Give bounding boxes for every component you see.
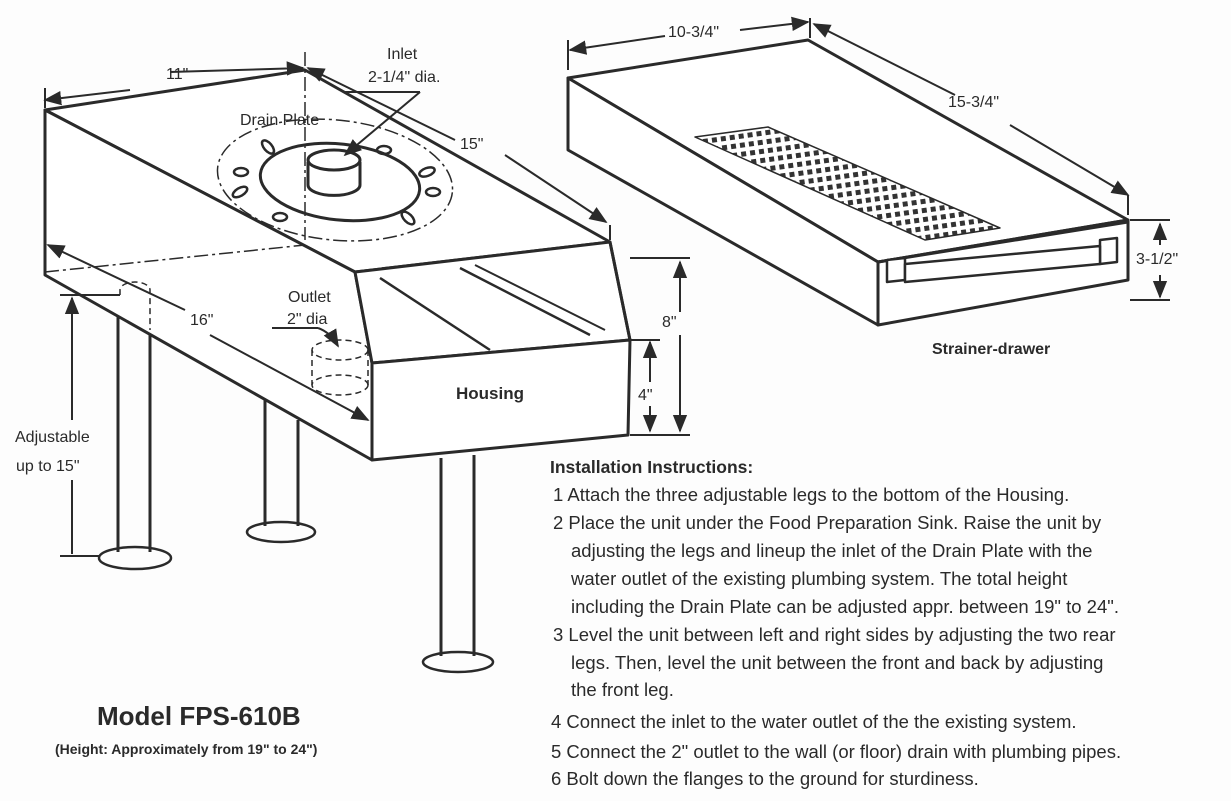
drawer-height-label: 3-1/2" bbox=[1136, 251, 1179, 268]
housing-label: Housing bbox=[456, 384, 524, 403]
total-height-label: 8" bbox=[662, 314, 677, 331]
drawer-width-label: 10-3/4" bbox=[668, 24, 720, 41]
model-title: Model FPS-610B bbox=[97, 701, 301, 731]
instruction-line: including the Drain Plate can be adjuste… bbox=[571, 596, 1119, 617]
rear-left-leg bbox=[97, 295, 173, 571]
housing-dimensions bbox=[43, 61, 690, 557]
housing-depth-label: 15" bbox=[460, 136, 484, 153]
instruction-line: 1 Attach the three adjustable legs to th… bbox=[553, 484, 1070, 505]
legs-label-line1: Adjustable bbox=[15, 429, 90, 446]
drain-plate-label: Drain Plate bbox=[240, 112, 320, 129]
front-leg bbox=[421, 455, 495, 674]
housing-width-label: 11" bbox=[166, 66, 189, 83]
model-subtitle: (Height: Approximately from 19" to 24") bbox=[55, 741, 318, 757]
instruction-line: 6 Bolt down the flanges to the ground fo… bbox=[551, 768, 979, 789]
hidden-outlet bbox=[119, 281, 369, 396]
inlet-label: Inlet bbox=[387, 46, 418, 63]
instruction-line: water outlet of the existing plumbing sy… bbox=[571, 568, 1068, 589]
strainer-drawer bbox=[566, 38, 1130, 327]
strainer-drawer-label: Strainer-drawer bbox=[932, 341, 1051, 358]
instruction-line: 3 Level the unit between left and right … bbox=[553, 624, 1116, 645]
instruction-line: 4 Connect the inlet to the water outlet … bbox=[551, 711, 1077, 732]
inlet-size-label: 2-1/4" dia. bbox=[368, 69, 441, 86]
instructions-title: Installation Instructions: bbox=[550, 457, 754, 477]
drawer-dimensions bbox=[567, 16, 1170, 301]
front-height-label: 4" bbox=[638, 387, 653, 404]
perforated-strainer bbox=[694, 126, 1001, 241]
legs-label-line2: up to 15" bbox=[16, 458, 80, 475]
drawer-handle bbox=[885, 236, 1119, 284]
drawer-length-label: 15-3/4" bbox=[948, 94, 1000, 111]
outlet-label: Outlet bbox=[288, 289, 331, 306]
outlet-size-label: 2" dia bbox=[287, 311, 328, 328]
bolt-slots bbox=[231, 139, 442, 226]
instruction-line: the front leg. bbox=[571, 679, 674, 700]
housing-body bbox=[43, 68, 632, 462]
instruction-line: legs. Then, level the unit between the f… bbox=[571, 652, 1104, 673]
rear-right-leg bbox=[245, 400, 317, 544]
housing-length-label: 16" bbox=[190, 312, 214, 329]
instruction-line: 5 Connect the 2" outlet to the wall (or … bbox=[551, 741, 1122, 762]
instruction-line: adjusting the legs and lineup the inlet … bbox=[571, 540, 1093, 561]
instruction-line: 2 Place the unit under the Food Preparat… bbox=[553, 512, 1102, 533]
